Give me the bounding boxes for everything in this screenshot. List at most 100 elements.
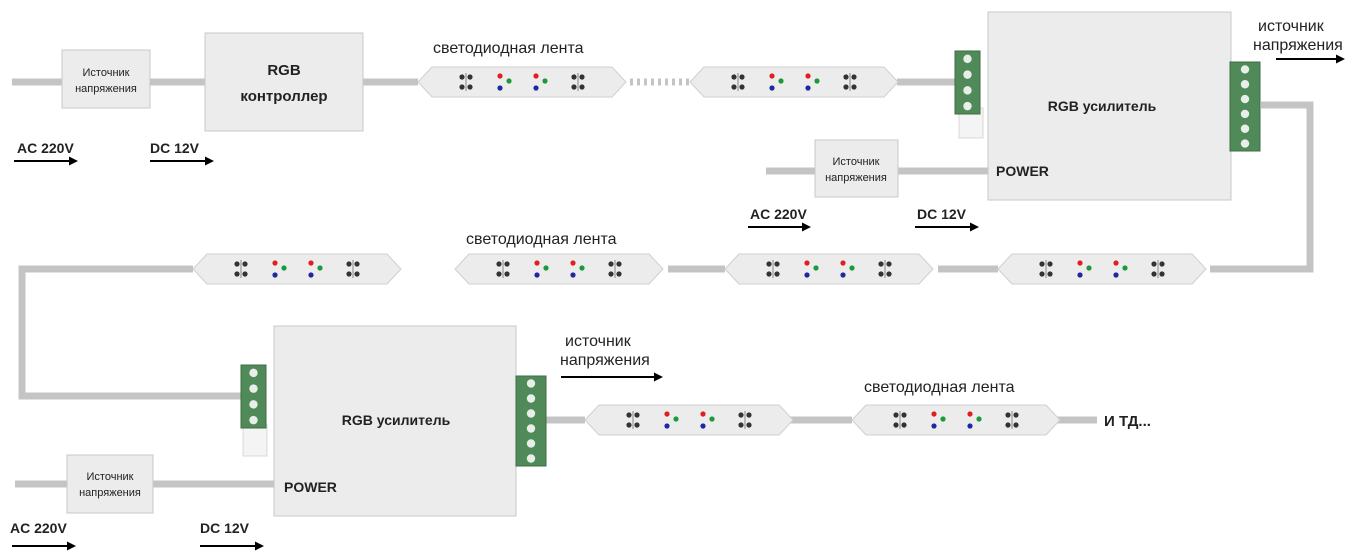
led-dot xyxy=(579,74,585,80)
led-dot xyxy=(901,412,907,418)
led-dot xyxy=(1077,272,1083,278)
led-dot xyxy=(317,265,323,271)
led-strip-segment xyxy=(724,253,934,285)
led-dot xyxy=(766,271,772,277)
terminal-screw xyxy=(963,86,972,95)
led-dot xyxy=(967,423,973,429)
power-source-3-label-line2: напряжения xyxy=(79,487,141,499)
rgb-amplifier-1: RGB усилитель POWER xyxy=(958,11,1232,201)
led-dot xyxy=(940,416,946,422)
led-dot xyxy=(1159,261,1165,267)
led-dot xyxy=(608,271,614,277)
led-strip-label-middle: светодиодная лента xyxy=(466,231,617,248)
led-dot xyxy=(570,272,576,278)
arrow-right-icon xyxy=(915,222,979,232)
led-dot xyxy=(769,85,775,91)
led-dot xyxy=(931,423,937,429)
led-dot xyxy=(608,261,614,267)
led-dot xyxy=(308,260,314,266)
wire-left-loop xyxy=(18,265,241,400)
power-source-1-label-line1: Источник xyxy=(83,67,130,79)
power-source-1-label-line2: напряжения xyxy=(75,83,137,95)
terminal-screw xyxy=(249,400,258,409)
led-dot xyxy=(534,272,540,278)
led-dot xyxy=(738,422,744,428)
led-dot xyxy=(1113,272,1119,278)
led-dot xyxy=(543,265,549,271)
led-dot xyxy=(1047,271,1053,277)
led-dot xyxy=(843,74,849,80)
led-dot xyxy=(1151,271,1157,277)
led-dot xyxy=(459,74,465,80)
led-strip-label-top: светодиодная лента xyxy=(433,40,584,57)
terminal-screw xyxy=(526,439,536,448)
led-dot xyxy=(616,271,622,277)
arrow-right-icon xyxy=(14,156,78,166)
led-dot xyxy=(496,261,502,267)
led-strip-segment xyxy=(584,404,794,436)
led-strip-label-bottom: светодиодная лента xyxy=(864,379,1015,396)
terminal-screw xyxy=(1240,109,1250,119)
rgb-amplifier-1-title: RGB усилитель xyxy=(1048,98,1157,114)
rgb-controller: RGB контроллер xyxy=(204,32,364,132)
led-dot xyxy=(1039,271,1045,277)
terminal-screw xyxy=(1240,124,1250,133)
arrow-right-icon xyxy=(1276,54,1345,64)
led-dot xyxy=(354,271,360,277)
led-dot xyxy=(634,422,640,428)
led-dot xyxy=(878,271,884,277)
led-dot xyxy=(967,411,973,417)
led-dot xyxy=(664,411,670,417)
led-dot xyxy=(281,265,287,271)
terminal-screw xyxy=(1240,94,1250,104)
led-dot xyxy=(774,271,780,277)
led-dot xyxy=(504,271,510,277)
led-dot xyxy=(634,412,640,418)
led-dot xyxy=(804,260,810,266)
led-dot xyxy=(1039,261,1045,267)
led-dot xyxy=(878,261,884,267)
dc-label-3: DC 12V xyxy=(200,520,250,536)
led-dot xyxy=(731,74,737,80)
led-dot xyxy=(739,74,745,80)
arrow-right-icon xyxy=(150,156,214,166)
led-strip-segment xyxy=(997,253,1207,285)
led-dot xyxy=(664,423,670,429)
led-dot xyxy=(234,261,240,267)
led-dot xyxy=(901,422,907,428)
source-output-label-1-line2: напряжения xyxy=(1253,37,1343,54)
led-dot xyxy=(346,261,352,267)
led-dot xyxy=(1151,261,1157,267)
terminal-screw xyxy=(526,454,536,463)
source-output-label-1-line1: источник xyxy=(1258,18,1325,35)
led-dot xyxy=(467,84,473,90)
rgb-controller-label-line1: RGB xyxy=(267,62,301,79)
terminal-screw xyxy=(963,101,972,111)
led-dot xyxy=(534,260,540,266)
wire-amp1-output-loop xyxy=(1210,101,1314,273)
arrow-right-icon xyxy=(12,541,76,551)
led-dot xyxy=(813,265,819,271)
dc-label-1: DC 12V xyxy=(150,140,200,156)
terminal-screw xyxy=(963,70,972,79)
ac-label-1: AC 220V xyxy=(17,140,74,156)
led-dot xyxy=(843,84,849,90)
power-source-3-label-line1: Источник xyxy=(87,471,134,483)
led-dot xyxy=(746,412,752,418)
led-dot xyxy=(769,73,775,79)
led-dot xyxy=(242,261,248,267)
led-dot xyxy=(626,422,632,428)
led-dot xyxy=(308,272,314,278)
arrow-right-icon xyxy=(748,222,811,232)
led-strip-segment xyxy=(192,253,402,285)
led-dot xyxy=(626,412,632,418)
led-dot xyxy=(1047,261,1053,267)
led-dot xyxy=(840,272,846,278)
led-dot xyxy=(886,261,892,267)
terminal-screw xyxy=(1240,65,1250,74)
led-dot xyxy=(851,84,857,90)
led-dot xyxy=(1159,271,1165,277)
wires xyxy=(12,78,1314,488)
led-strip-segment xyxy=(689,66,899,98)
